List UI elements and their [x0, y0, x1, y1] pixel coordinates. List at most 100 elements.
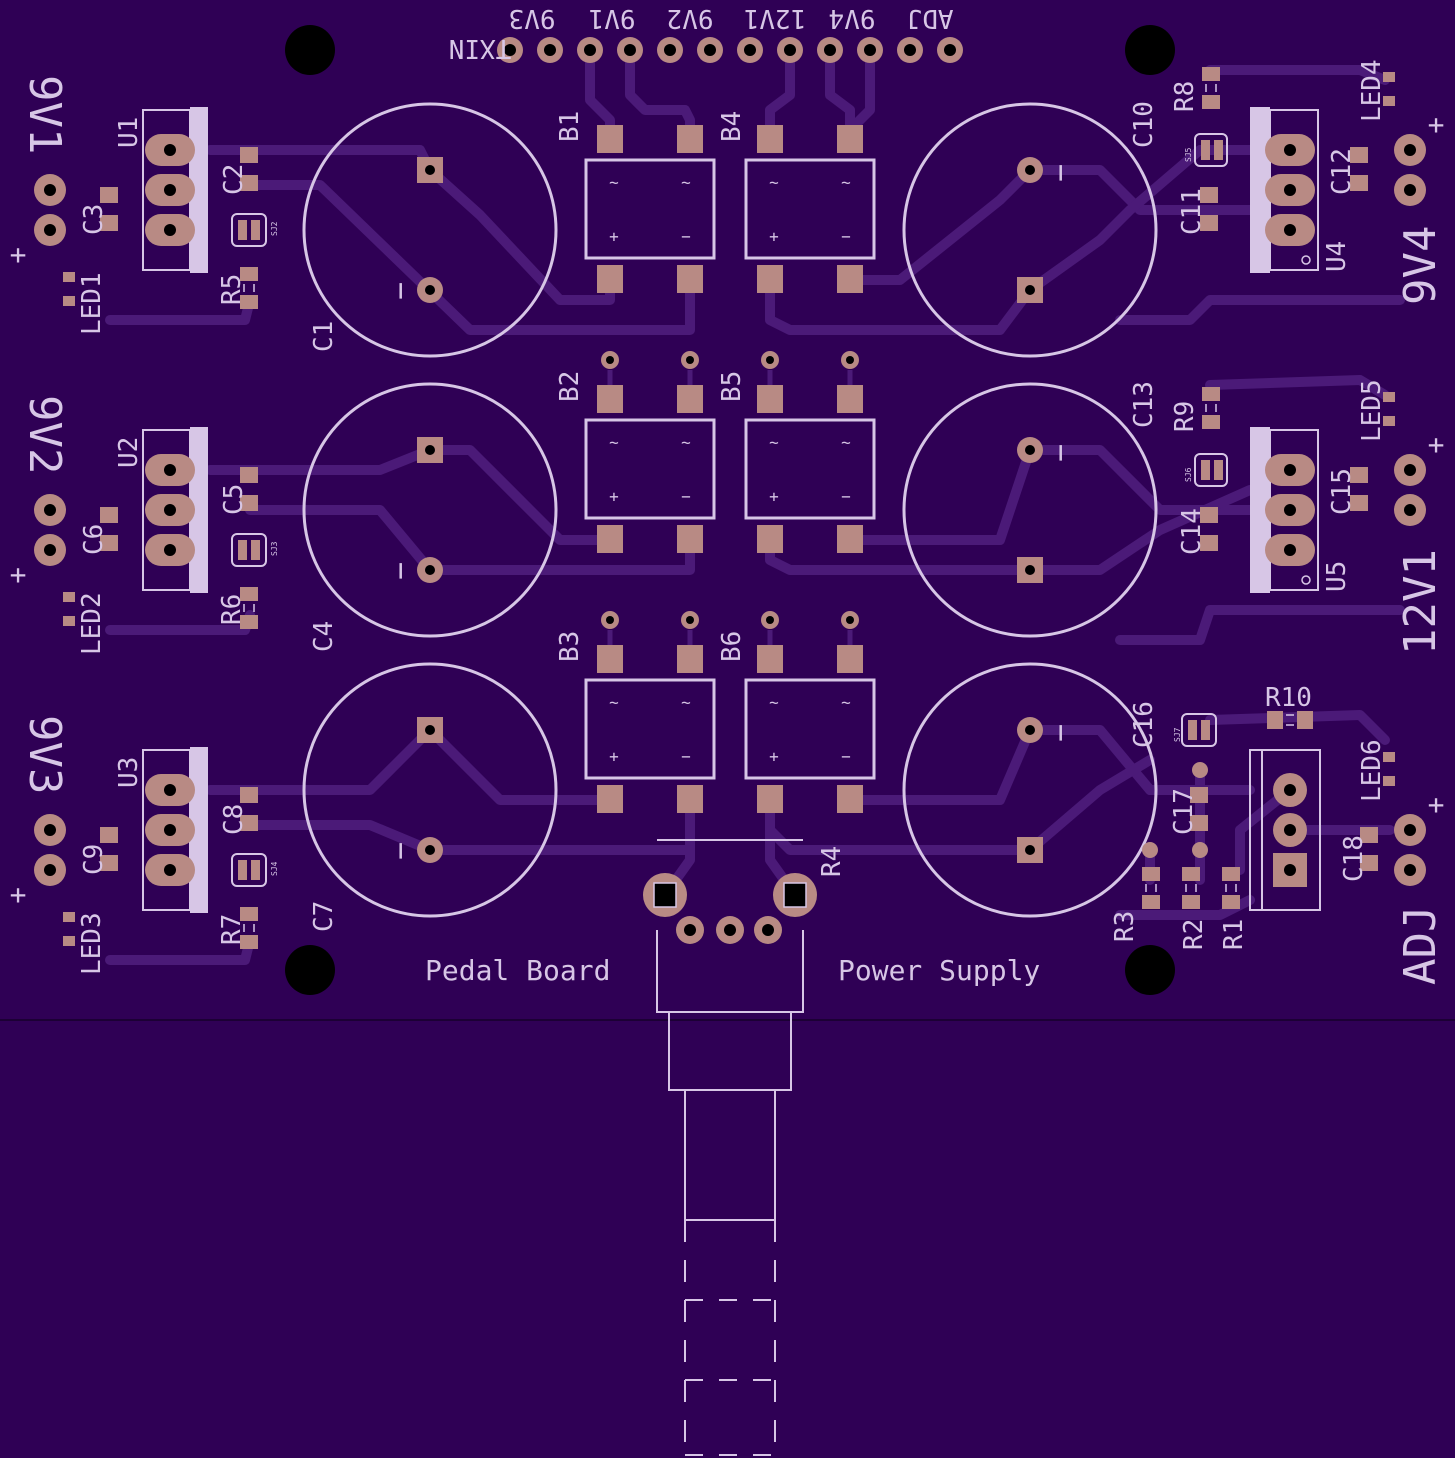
cap-pads	[417, 157, 1043, 863]
ref-r1: R1	[1219, 919, 1249, 950]
ref-c17: C17	[1169, 788, 1199, 835]
svg-text:~: ~	[841, 433, 851, 452]
bridge-rectifiers: ~~ +− ~~ +− ~~ +− ~~ +− ~~ +− ~~ +−	[584, 125, 876, 813]
ref-sj5: SJ5	[1184, 147, 1193, 162]
polarity-minus: −	[383, 282, 418, 300]
svg-text:~: ~	[681, 433, 691, 452]
svg-text:~: ~	[681, 693, 691, 712]
ref-c10: C10	[1129, 101, 1159, 148]
ref-b5: B5	[717, 371, 747, 402]
svg-text:−: −	[841, 487, 851, 506]
plus-marker: +	[1428, 108, 1445, 141]
output-label-9v3: 9V3	[19, 715, 70, 794]
polarity-minus: −	[1043, 164, 1078, 182]
svg-text:~: ~	[609, 433, 619, 452]
svg-text:~: ~	[769, 433, 779, 452]
svg-text:−: −	[681, 227, 691, 246]
solder-jumpers	[231, 133, 1228, 887]
regulators-right	[1249, 107, 1321, 911]
plus-marker: +	[10, 558, 27, 591]
svg-text:+: +	[609, 487, 619, 506]
ref-u1: U1	[114, 117, 144, 148]
board-title: Pedal Board Power Supply	[425, 954, 1040, 987]
capacitor-c10	[902, 102, 1158, 358]
output-terminals: + + + + + +	[10, 108, 1445, 911]
polarity-minus: −	[383, 842, 418, 860]
ref-c3: C3	[79, 204, 109, 235]
ref-c8: C8	[219, 804, 249, 835]
ref-r2: R2	[1179, 919, 1209, 950]
output-label-12v1: 12V1	[1395, 549, 1446, 655]
ref-led4: LED4	[1357, 59, 1387, 122]
svg-text:~: ~	[841, 693, 851, 712]
svg-text:~: ~	[769, 693, 779, 712]
polarity-minus: −	[1043, 724, 1078, 742]
svg-text:~: ~	[841, 173, 851, 192]
ref-u4: U4	[1322, 241, 1352, 272]
svg-text:~: ~	[609, 173, 619, 192]
jumper-labels: SJ2 SJ3 SJ4 SJ5 SJ6 SJ7	[270, 147, 1193, 876]
electrolytic-capacitors	[302, 102, 1158, 918]
ref-c12: C12	[1327, 148, 1357, 195]
capacitor-c16	[902, 662, 1158, 918]
ref-c4: C4	[309, 621, 339, 652]
dc-jack	[643, 839, 817, 1456]
output-label-9v1: 9V1	[19, 75, 70, 154]
header-labels: TXIN 9V3 9V1 9V2 12V1 9V4 ADJ	[449, 3, 954, 63]
header-label-9v4: 9V4	[829, 3, 876, 33]
ref-c18: C18	[1339, 835, 1369, 882]
smd-outlines	[243, 84, 1294, 932]
ref-c6: C6	[79, 524, 109, 555]
capacitor-c4	[302, 382, 558, 638]
mounting-hole	[285, 25, 335, 75]
ref-r9: R9	[1170, 401, 1200, 432]
ref-led2: LED2	[77, 592, 107, 655]
ref-sj3: SJ3	[270, 541, 279, 556]
cap-polarity: − − − − − −	[383, 164, 1078, 860]
ref-c13: C13	[1129, 381, 1159, 428]
ref-u5: U5	[1322, 561, 1352, 592]
reference-designators: U1 U2 U3 C2 C5 C8 C3 C6 C9 R5 R6 R7 LED1…	[77, 59, 1387, 975]
ref-r4: R4	[817, 846, 847, 877]
mounting-holes	[285, 25, 1175, 995]
mounting-hole	[1125, 25, 1175, 75]
ref-sj2: SJ2	[270, 221, 279, 236]
capacitor-c13	[902, 382, 1158, 638]
ref-c14: C14	[1177, 508, 1207, 555]
header-label-9v3: 9V3	[509, 3, 556, 33]
ref-r10: R10	[1265, 683, 1312, 713]
ref-u3: U3	[114, 757, 144, 788]
smd-parts	[63, 67, 1395, 949]
capacitor-c1	[302, 102, 558, 358]
ref-c11: C11	[1177, 188, 1207, 235]
ref-led1: LED1	[77, 272, 107, 335]
header-label-12v1: 12V1	[744, 3, 807, 33]
output-labels: 9V1 9V2 9V3 9V4 12V1 ADJ	[19, 75, 1446, 985]
svg-text:−: −	[841, 747, 851, 766]
svg-text:−: −	[841, 227, 851, 246]
output-label-adj: ADJ	[1395, 906, 1446, 985]
svg-text:+: +	[609, 227, 619, 246]
regulators-left	[142, 107, 208, 913]
ref-sj4: SJ4	[270, 861, 279, 876]
ref-b3: B3	[555, 631, 585, 662]
header-label-adj: ADJ	[907, 3, 954, 33]
ref-b1: B1	[555, 111, 585, 142]
output-label-9v2: 9V2	[19, 395, 70, 474]
plus-marker: +	[1428, 788, 1445, 821]
polarity-minus: −	[1043, 444, 1078, 462]
ref-r5: R5	[217, 274, 247, 305]
ref-c2: C2	[219, 164, 249, 195]
header-label-9v1: 9V1	[589, 3, 636, 33]
header-pins	[497, 37, 963, 63]
plus-marker: +	[1428, 428, 1445, 461]
svg-text:−: −	[681, 487, 691, 506]
ref-led5: LED5	[1357, 379, 1387, 442]
ref-c1: C1	[309, 321, 339, 352]
ref-sj6: SJ6	[1184, 467, 1193, 482]
output-label-9v4: 9V4	[1395, 226, 1446, 305]
ref-r7: R7	[217, 914, 247, 945]
ref-led6: LED6	[1357, 739, 1387, 802]
mounting-hole	[285, 945, 335, 995]
polarity-minus: −	[383, 562, 418, 580]
